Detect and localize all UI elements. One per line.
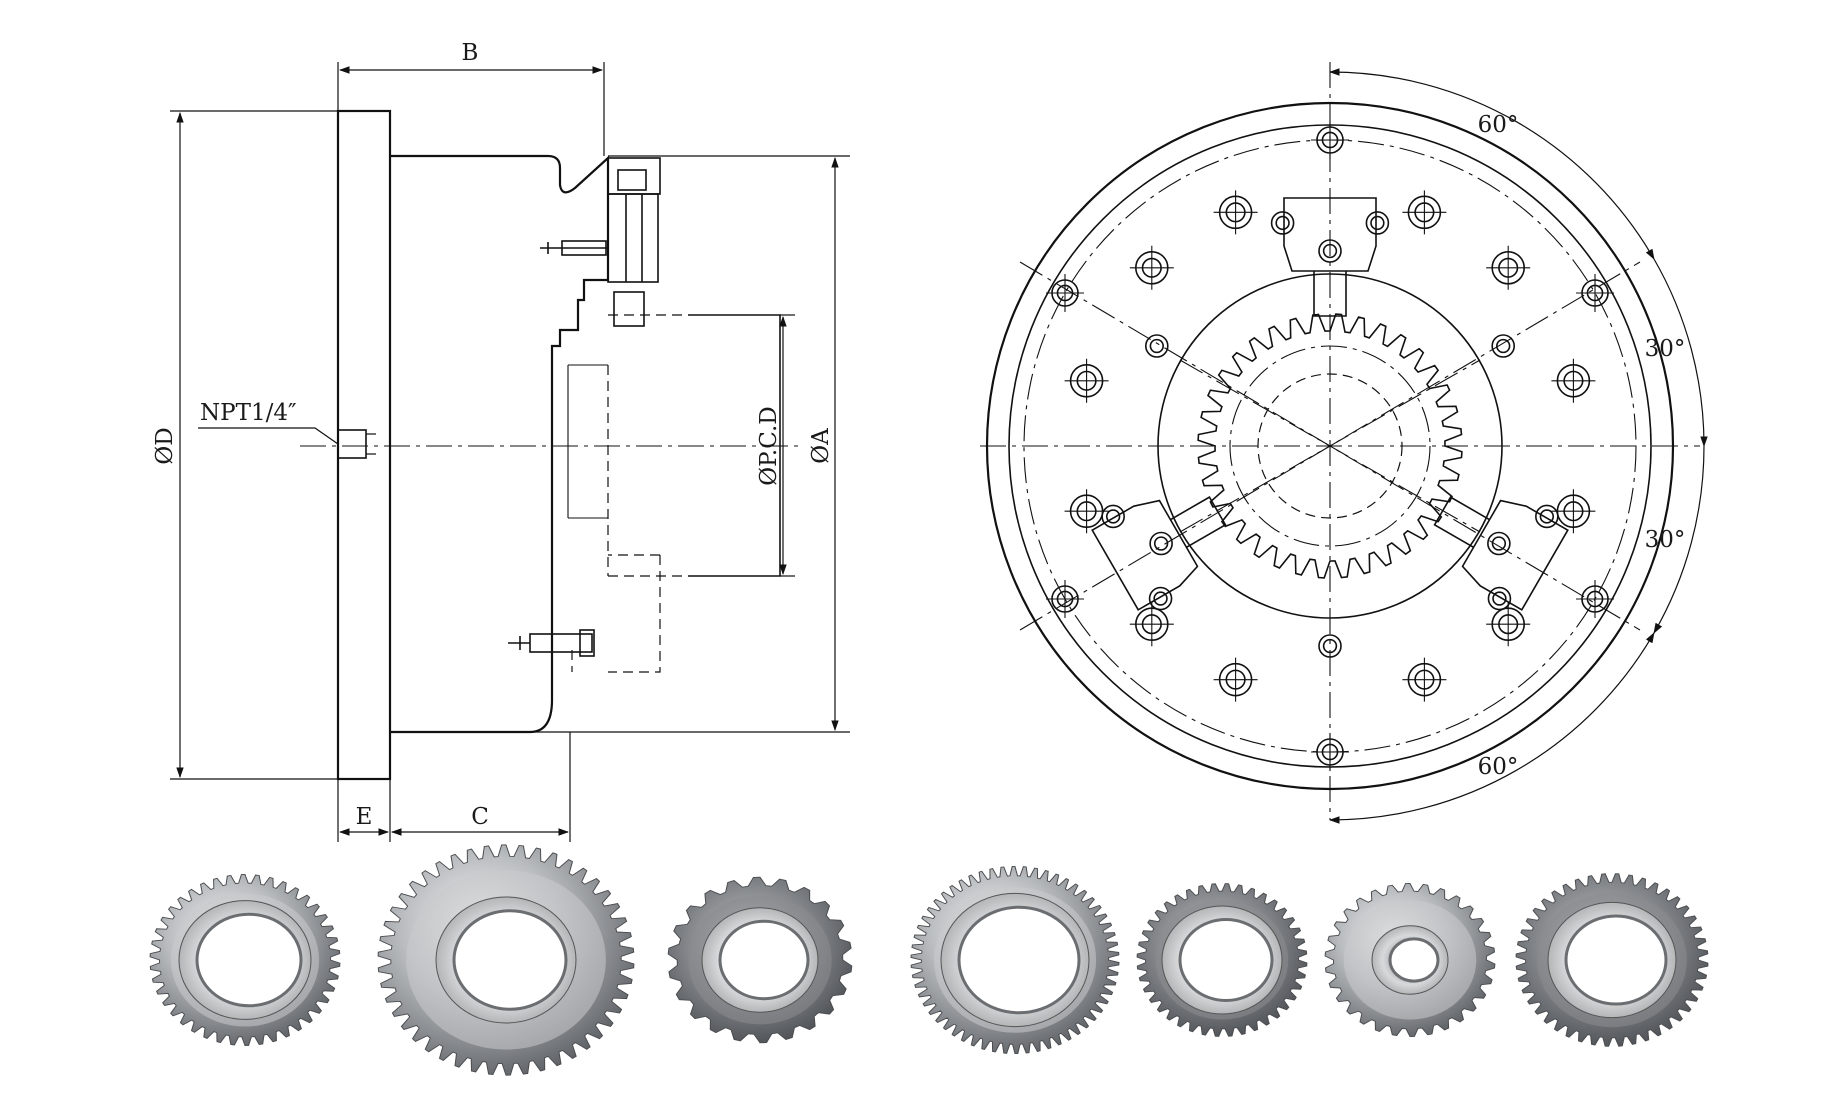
bolt-hole-icon [1213,657,1258,702]
angle-top: 60° [1478,112,1519,138]
chuck-body [390,154,610,734]
label-a: ØA [808,428,834,464]
upper-bolt [540,240,608,256]
angle-arc-bottom [1328,632,1655,824]
bolt-hole-icon [1487,586,1512,611]
bolt-hole-icon [1551,358,1596,403]
gear-photo-strip [149,844,1709,1076]
bolt-hole-icon [1402,657,1447,702]
bolt-hole-icon [1491,334,1516,358]
angle-bottom: 60° [1478,754,1519,780]
label-pcd: ØP.C.D [756,406,782,486]
gear-photo [667,876,853,1044]
label-c: C [471,804,489,830]
bolt-hole-icon [1365,211,1390,235]
bolt-hole-icon [1213,190,1258,235]
bolt-hole-icon [1487,531,1511,556]
bolt-hole-icon [1149,531,1173,556]
flange-plate [336,109,392,781]
bolt-hole-icon [1129,602,1174,647]
gear-photo [910,865,1120,1055]
bolt-hole-icon [1551,489,1596,534]
jaw-slide [607,193,659,283]
gear-photo [149,874,341,1046]
bolt-hole-icon [1144,334,1169,358]
bolt-hole-icon [1486,602,1531,647]
bolt-hole-icon [1046,580,1084,618]
gear-photo [377,844,635,1076]
angle-right-upper: 30° [1645,336,1686,362]
bolt-hole-icon [1576,274,1614,312]
angle-arc-right-lower [1653,445,1705,634]
bolt-hole-icon [1486,245,1531,290]
lower-bolt [508,629,595,657]
bolt-hole-icon [1576,580,1614,618]
bolt-hole-icon [1402,190,1447,235]
bolt-hole-icon [1535,504,1559,529]
npt-port [337,429,367,459]
jaw-top [607,157,661,195]
npt-leader [198,427,339,445]
label-d: ØD [152,427,178,464]
angle-arc-right-upper [1653,258,1708,448]
gear-photo [1515,873,1709,1047]
label-e: E [356,804,373,830]
bolt-hole-icon [1101,504,1125,529]
bolt-hole-icon [1064,358,1109,403]
bolt-hole-icon [1129,245,1174,290]
label-b: B [462,40,479,66]
bolt-hole-icon [1148,586,1173,611]
label-npt: NPT1/4″ [200,400,297,426]
gear-photo [1136,883,1308,1037]
side-view: B ØD ØA ØP.C.D NPT1/4″ E C [152,40,850,842]
bolt-hole-icon [1064,489,1109,534]
front-view: 60° 30° 30° 60° [980,62,1708,824]
jaw-nut [613,291,645,327]
angle-arc-top [1328,68,1655,260]
gear-photo [1324,883,1496,1037]
jaw-screw-head [617,169,647,191]
angle-right-lower: 30° [1645,527,1686,553]
bolt-hole-icon [1046,274,1084,312]
bolt-hole-icon [1270,211,1295,235]
